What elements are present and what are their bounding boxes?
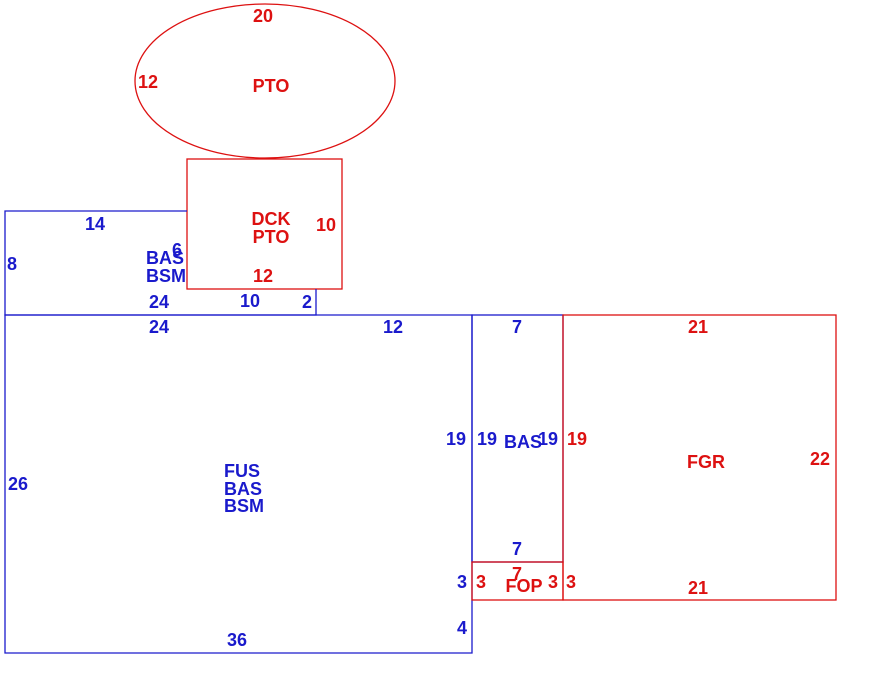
main-basement-dim-left: 26 [8,474,28,494]
main-basement-dim-right: 19 [446,429,466,449]
upper-basement-name-line2: BSM [146,266,186,286]
main-basement-name-line3: BSM [224,496,264,516]
deck-dim-left: 6 [172,240,182,260]
upper-basement-dim-bottom-mid: 10 [240,291,260,311]
pto-oval-outline [134,3,396,159]
deck-dim-right: 10 [316,215,336,235]
upper-basement-name-line1: BAS [146,248,184,268]
upper-basement-dim-left: 8 [7,254,17,274]
main-basement-name-line1: FUS [224,461,260,481]
main-basement-dim-notch-bottom: 4 [457,618,467,638]
deck-name-line2: PTO [253,227,290,247]
pto-name: PTO [253,76,290,96]
garage-outline [562,314,837,601]
side-basement-dim-right: 19 [538,429,558,449]
upper-basement-dim-top: 14 [85,214,105,234]
side-basement-dim-top: 7 [512,317,522,337]
garage-dim-right: 22 [810,449,830,469]
garage-dim-left: 19 [567,429,587,449]
deck-outline [186,158,343,290]
porch-dim-right: 3 [548,572,558,592]
deck-dim-bottom: 12 [253,266,273,286]
side-basement-name: BAS [504,432,542,452]
main-basement-dim-bottom: 36 [227,630,247,650]
garage-dim-bottom: 21 [688,578,708,598]
main-basement-outline [4,314,473,654]
garage-dim-top: 21 [688,317,708,337]
upper-basement-dim-bottom-left: 24 [149,292,169,312]
porch-name: FOP [505,576,542,596]
porch-dim-top: 7 [512,564,522,584]
upper-basement-dim-bottom-right: 2 [302,292,312,312]
main-basement-dim-notch-vertical: 3 [457,572,467,592]
pto-dim-top: 20 [253,6,273,26]
side-basement-dim-bottom: 7 [512,539,522,559]
main-basement-dim-top-right: 12 [383,317,403,337]
deck-name-line1: DCK [252,209,291,229]
porch-dim-right-outer: 3 [566,572,576,592]
garage-name: FGR [687,452,725,472]
porch-dim-left: 3 [476,572,486,592]
side-basement-dim-left: 19 [477,429,497,449]
pto-dim-left: 12 [138,72,158,92]
main-basement-name-line2: BAS [224,479,262,499]
main-basement-dim-top-left: 24 [149,317,169,337]
